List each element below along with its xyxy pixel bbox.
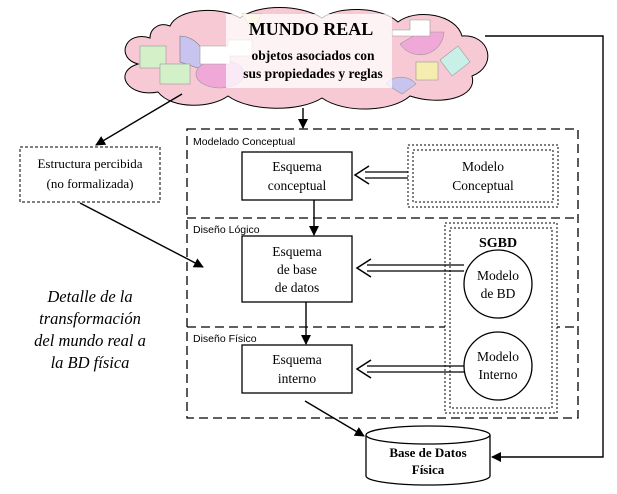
conceptual-schema-border [241, 151, 353, 201]
arrow-cloud-loop-to-physical-db [485, 35, 604, 462]
perceived-structure-box: Estructura percibida (no formalizada) [19, 146, 161, 203]
green-square-left [139, 45, 167, 69]
double-arrow-conceptual-model [353, 165, 408, 185]
caption: Detalle de la transformación del mundo r… [34, 287, 146, 372]
physical-database-line2: Física [412, 462, 445, 477]
cylinder-body [365, 435, 491, 486]
real-world-title: MUNDO REAL [249, 19, 374, 39]
perceived-structure-line1: Estructura percibida [37, 156, 142, 171]
caption-line2: transformación [39, 309, 141, 328]
yellow-rect-right [415, 61, 439, 81]
section-label-physical: Diseño Físico [193, 333, 257, 345]
diamond-shape-right [439, 45, 471, 77]
design-process-border [186, 128, 579, 419]
database-schema-line1: Esquema [272, 244, 322, 259]
database-schema-border [241, 235, 353, 303]
real-world-cloud: MUNDO REAL objetos asociados con sus pro… [124, 7, 489, 110]
physical-database-cylinder: Base de Datos Física [365, 425, 491, 486]
arrows [79, 35, 604, 462]
real-world-subtitle-line2: sus propiedades y reglas [243, 66, 382, 81]
bd-model-line1: Modelo [477, 268, 519, 283]
conceptual-schema-line2: conceptual [268, 178, 327, 193]
real-world-subtitle-line1: objetos asociados con [251, 48, 374, 63]
arrow-perceived-to-logical [79, 202, 204, 268]
physical-database-line1: Base de Datos [389, 445, 466, 460]
caption-line1: Detalle de la [46, 287, 132, 306]
conceptual-model-line1: Modelo [462, 159, 504, 174]
perceived-structure-line2: (no formalizada) [47, 176, 134, 191]
double-arrow-bd-model [355, 258, 464, 278]
green-rect-left [159, 63, 191, 85]
bd-model-circle [463, 249, 533, 319]
conceptual-model-inner-border [412, 149, 554, 203]
internal-schema-border [241, 344, 353, 394]
internal-model-circle [463, 331, 533, 401]
database-schema-line2: de base [277, 262, 317, 277]
section-label-conceptual: Modelado Conceptual [193, 136, 295, 148]
internal-schema-box: Esquema interno [241, 344, 353, 394]
internal-model-line1: Modelo [477, 349, 519, 364]
arrow-internal-to-physical-db [304, 400, 365, 437]
bd-model-line2: de BD [481, 286, 516, 301]
caption-line4: la BD física [51, 353, 130, 372]
cloud-text-background [226, 14, 392, 88]
conceptual-model-line2: Conceptual [452, 178, 514, 193]
double-arrow-internal-model [355, 359, 464, 379]
perceived-structure-border [19, 146, 161, 203]
sgbd-box: SGBD Modelo de BD Modelo Interno [444, 222, 558, 414]
conceptual-model-outer-border [407, 144, 559, 208]
database-schema-line3: de datos [275, 280, 320, 295]
sgbd-inner-border [449, 227, 553, 409]
conceptual-schema-line1: Esquema [272, 159, 322, 174]
conceptual-schema-box: Esquema conceptual [241, 151, 353, 201]
cylinder-top [365, 425, 491, 445]
caption-line3: del mundo real a [34, 331, 146, 350]
conceptual-model-box: Modelo Conceptual [407, 144, 559, 208]
pie-shape-right [399, 31, 445, 56]
internal-model-line2: Interno [479, 367, 518, 382]
internal-schema-line2: interno [278, 371, 316, 386]
internal-schema-line1: Esquema [272, 352, 322, 367]
database-schema-box: Esquema de base de datos [241, 235, 353, 303]
arrow-cloud-to-perceived [95, 93, 183, 146]
sgbd-label: SGBD [479, 236, 517, 251]
section-label-logical: Diseño Lógico [193, 224, 260, 236]
